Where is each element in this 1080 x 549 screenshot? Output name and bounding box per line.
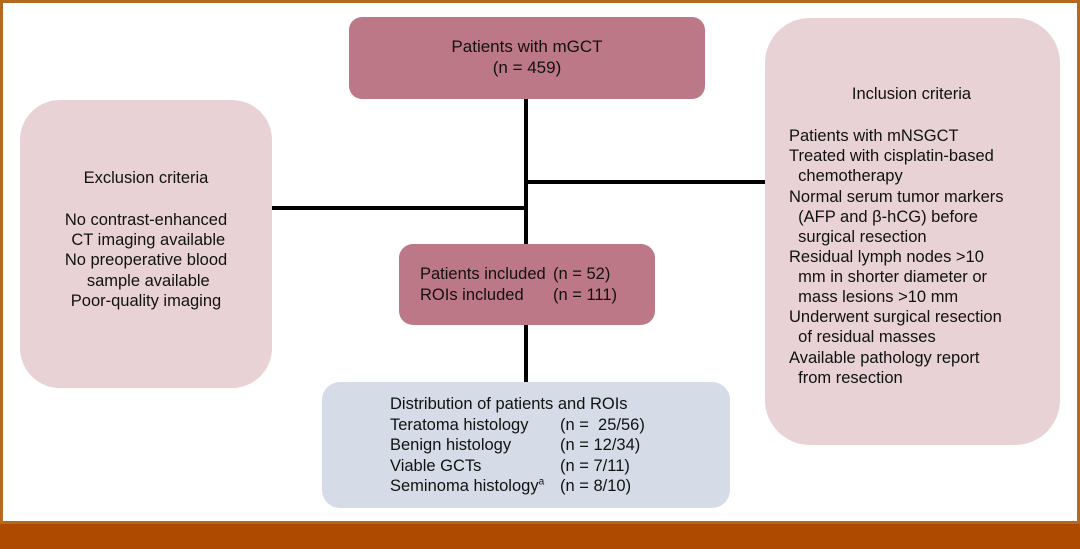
included-row-value: (n = 52) — [553, 265, 611, 284]
included-row-label: Patients included — [420, 265, 546, 284]
exclusion-item: No preoperative blood — [64, 251, 228, 270]
inclusion-item: Available pathology report — [789, 348, 980, 367]
inclusion-item: surgical resection — [789, 227, 927, 246]
footnote-marker: a — [538, 476, 545, 488]
connector-vertical-spine — [524, 96, 528, 248]
node-count-line: (n = 459) — [492, 58, 562, 77]
exclusion-item: Poor-quality imaging — [70, 291, 222, 310]
inclusion-item: Patients with mNSGCT — [789, 127, 959, 146]
distribution-row-value: (n = 25/56) — [560, 416, 645, 435]
inclusion-item: chemotherapy — [789, 167, 903, 186]
distribution-row-label-text: Seminoma histology — [390, 476, 539, 495]
frame-border-right — [1077, 0, 1080, 524]
connector-to-inclusion — [524, 180, 767, 184]
inclusion-title: Inclusion criteria — [851, 85, 972, 103]
inclusion-item: Normal serum tumor markers — [789, 187, 1004, 206]
included-row: Patients included (n = 52) — [420, 264, 655, 284]
inclusion-item: from resection — [789, 368, 903, 387]
distribution-row-value: (n = 12/34) — [560, 436, 641, 455]
distribution-row: Teratoma histology (n = 25/56) — [390, 415, 730, 435]
inclusion-item: (AFP and β-hCG) before — [789, 207, 978, 226]
exclusion-title: Exclusion criteria — [83, 169, 209, 187]
distribution-row-label: Benign histology — [390, 436, 512, 455]
frame-border-left — [0, 0, 3, 524]
connector-to-exclusion — [270, 206, 528, 210]
node-distribution: Distribution of patients and ROIs Terato… — [322, 382, 730, 508]
exclusion-list: No contrast-enhanced CT imaging availabl… — [65, 210, 227, 311]
distribution-heading: Distribution of patients and ROIs — [390, 395, 628, 414]
inclusion-item: mm in shorter diameter or — [789, 268, 988, 286]
node-patients-with-mgct: Patients with mGCT (n = 459) — [349, 17, 705, 99]
inclusion-item: Underwent surgical resection — [789, 308, 1002, 327]
exclusion-item: sample available — [82, 271, 210, 290]
distribution-row-value: (n = 8/10) — [560, 476, 632, 495]
distribution-row: Benign histology (n = 12/34) — [390, 435, 730, 455]
node-exclusion-criteria: Exclusion criteria No contrast-enhanced … — [20, 100, 272, 388]
exclusion-item: No contrast-enhanced — [64, 211, 228, 230]
exclusion-item: CT imaging available — [66, 231, 226, 250]
distribution-row-label: Seminoma histologya — [390, 476, 560, 496]
node-patients-included: Patients included (n = 52) ROIs included… — [399, 244, 655, 325]
distribution-row: Seminoma histologya (n = 8/10) — [390, 476, 730, 496]
included-row-value: (n = 111) — [553, 285, 618, 304]
node-title-line: Patients with mGCT — [451, 37, 603, 57]
inclusion-item: Residual lymph nodes >10 — [789, 247, 984, 266]
inclusion-item: mass lesions >10 mm — [789, 288, 959, 307]
node-inclusion-criteria: Inclusion criteria Patients with mNSGCT … — [765, 18, 1060, 445]
frame-border-bottom — [0, 521, 1080, 524]
connector-to-distribution — [524, 322, 528, 386]
frame-border-top — [0, 0, 1080, 3]
frame-accent-bar — [0, 524, 1080, 549]
inclusion-item: of residual masses — [789, 328, 936, 347]
distribution-row-value: (n = 7/11) — [560, 456, 630, 475]
inclusion-list: Patients with mNSGCT Treated with cispla… — [789, 126, 1052, 388]
inclusion-item: Treated with cisplatin-based — [789, 147, 994, 166]
included-row: ROIs included (n = 111) — [420, 285, 655, 305]
distribution-row: Viable GCTs (n = 7/11) — [390, 456, 730, 476]
included-row-label: ROIs included — [420, 285, 524, 304]
distribution-row-label: Viable GCTs — [390, 456, 482, 475]
distribution-row-label: Teratoma histology — [390, 416, 529, 435]
